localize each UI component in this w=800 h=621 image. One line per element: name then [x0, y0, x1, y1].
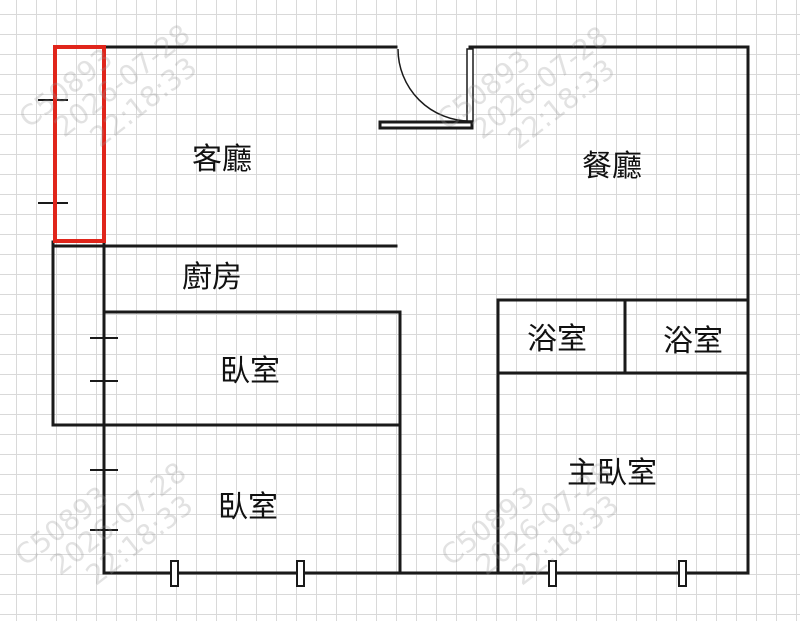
door-swing-arc — [397, 48, 471, 122]
room-label-bedroom-2: 臥室 — [218, 490, 278, 525]
door-leaf-thick — [466, 48, 474, 122]
room-label-bathroom-1: 浴室 — [527, 322, 587, 357]
highlight-balcony — [53, 45, 106, 243]
room-label-kitchen: 廚房 — [182, 260, 242, 295]
entry-door — [397, 48, 474, 122]
window-mark — [678, 560, 687, 587]
walls — [51, 45, 750, 575]
room-label-living: 客廳 — [192, 142, 252, 177]
window-mark — [548, 560, 557, 587]
door-sill — [378, 120, 474, 130]
room-label-master-bedroom: 主臥室 — [567, 456, 657, 491]
window-mark — [170, 560, 179, 587]
room-label-bedroom-1: 臥室 — [220, 354, 280, 389]
room-label-dining: 餐廳 — [582, 149, 642, 184]
window-mark — [296, 560, 305, 587]
room-label-bathroom-2: 浴室 — [663, 324, 723, 359]
